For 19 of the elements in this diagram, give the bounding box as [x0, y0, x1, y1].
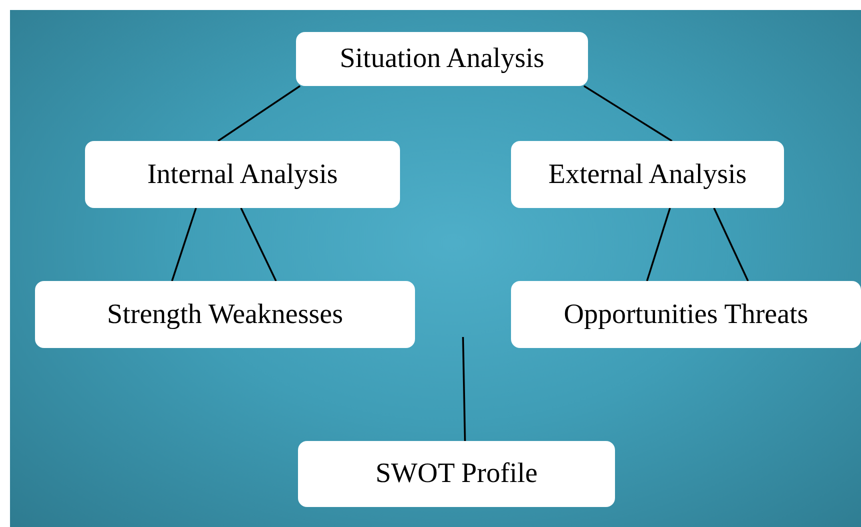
connector-line: [462, 336, 466, 442]
connector-line: [240, 208, 277, 282]
label-box: [298, 441, 615, 507]
label-box: [85, 141, 400, 208]
connector-line: [584, 85, 672, 142]
node-label: Strength Weaknesses: [107, 298, 343, 330]
node-label: External Analysis: [548, 158, 747, 190]
node-label: Opportunities Threats: [564, 298, 808, 330]
label-box: [35, 281, 415, 348]
connector-line: [713, 208, 749, 282]
connector-line: [218, 85, 300, 142]
node-label: SWOT Profile: [375, 458, 538, 490]
node-label: Situation Analysis: [340, 43, 544, 75]
label-box: [511, 141, 784, 208]
node-label: Internal Analysis: [147, 158, 338, 190]
label-box: [296, 32, 588, 86]
connector-line: [646, 208, 671, 282]
label-box: [511, 281, 861, 348]
connector-line: [171, 208, 197, 282]
